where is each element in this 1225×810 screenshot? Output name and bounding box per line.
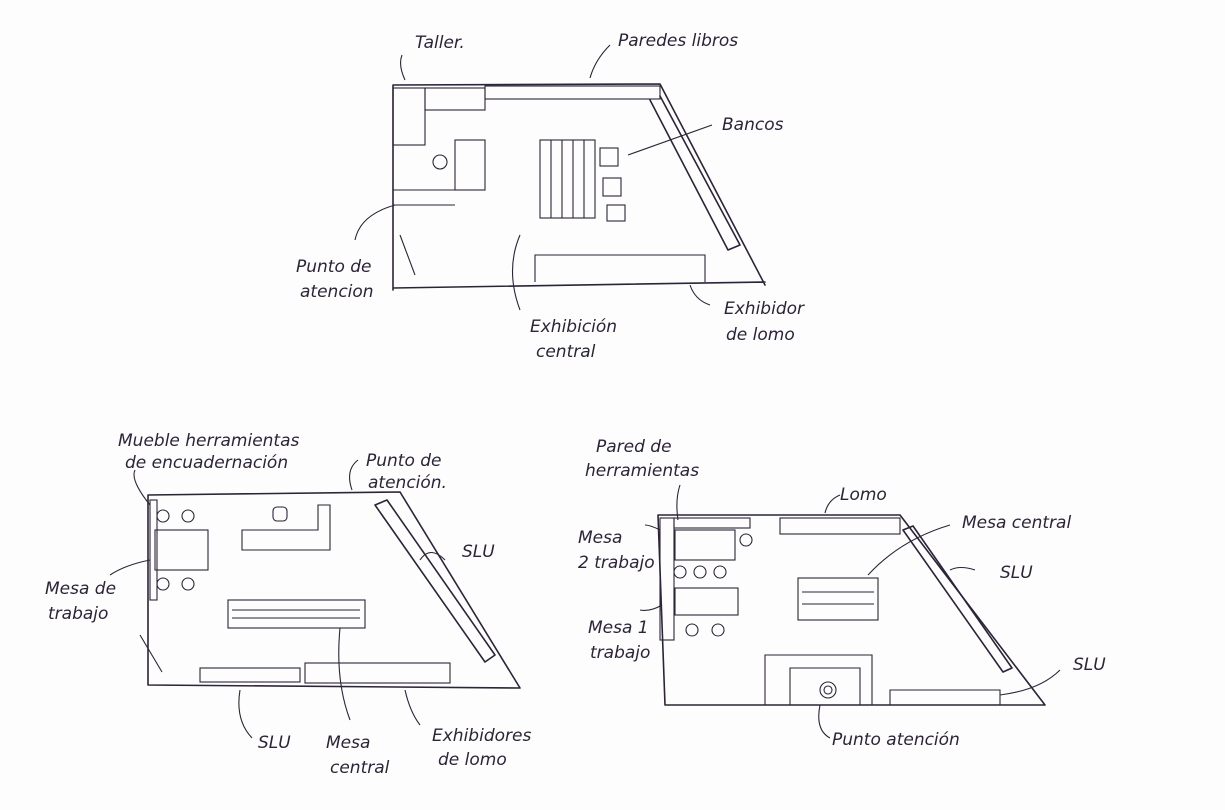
label-mesa-1: Mesa 1 [588, 618, 649, 638]
label-slu-bottom: SLU [258, 733, 291, 753]
work-table [154, 529, 209, 571]
label-punto-atencion: Punto atención [832, 730, 960, 750]
label-exhibidor-lomo-2: de lomo [726, 325, 795, 345]
spine-display [534, 254, 706, 282]
label-mesa-trabajo-2: trabajo [48, 604, 108, 624]
floor-plan-3: Pared de herramientas Lomo Mesa central … [578, 437, 1106, 750]
label-punto-atencion-2: atención. [368, 473, 447, 493]
floor-plan-2: Mueble herramientas de encuadernación Pu… [45, 431, 531, 778]
spine-displays [304, 662, 451, 684]
label-bancos: Bancos [722, 115, 784, 135]
floor-plan-1: Taller. Paredes libros Bancos Punto de a… [296, 31, 805, 362]
label-mesa-central: Mesa [326, 733, 370, 753]
bench [599, 147, 619, 167]
label-punto-atencion: Punto de [366, 451, 442, 471]
spine-shelf [779, 517, 901, 535]
central-exhibit [539, 139, 596, 219]
label-taller: Taller. [415, 33, 465, 53]
taller-area [392, 87, 426, 146]
tool-wall [659, 517, 675, 641]
service-desk [454, 139, 486, 191]
label-mesa-2: Mesa [578, 528, 622, 548]
label-lomo: Lomo [840, 485, 887, 505]
label-mesa-2-trabajo: 2 trabajo [578, 553, 655, 573]
label-exhibicion-central-2: central [536, 342, 596, 362]
label-mesa-trabajo: Mesa de [45, 579, 116, 599]
label-pared-herramientas: Pared de [596, 437, 672, 457]
central-table [227, 599, 366, 629]
bench [602, 177, 622, 197]
service-point [764, 654, 873, 705]
bench [606, 204, 626, 222]
label-slu-bottom: SLU [1073, 655, 1106, 675]
central-table [797, 577, 879, 621]
work-table-2 [674, 529, 736, 561]
slu-shelf [902, 525, 1013, 673]
slu-shelf [374, 499, 496, 663]
label-punto-atencion: Punto de [296, 257, 372, 277]
label-exhibicion-central: Exhibición [530, 317, 617, 337]
label-mesa-1-trabajo: trabajo [590, 643, 650, 663]
label-pared-herramientas-2: herramientas [585, 461, 699, 481]
label-mueble-herramientas-2: de encuadernación [125, 453, 288, 473]
book-wall-shelf [649, 95, 741, 251]
label-mesa-central-2: central [330, 758, 390, 778]
label-slu: SLU [462, 542, 495, 562]
label-punto-atencion-2: atencion [300, 282, 374, 302]
label-exhibidores-lomo-2: de lomo [438, 750, 507, 770]
service-counter [241, 504, 331, 551]
label-exhibidores-lomo: Exhibidores [432, 726, 531, 746]
label-mesa-central: Mesa central [962, 513, 1071, 533]
label-paredes-libros: Paredes libros [618, 31, 738, 51]
work-table-1 [674, 587, 739, 616]
label-mueble-herramientas: Mueble herramientas [118, 431, 300, 451]
label-exhibidor-lomo: Exhibidor [724, 299, 805, 319]
label-slu: SLU [1000, 563, 1033, 583]
